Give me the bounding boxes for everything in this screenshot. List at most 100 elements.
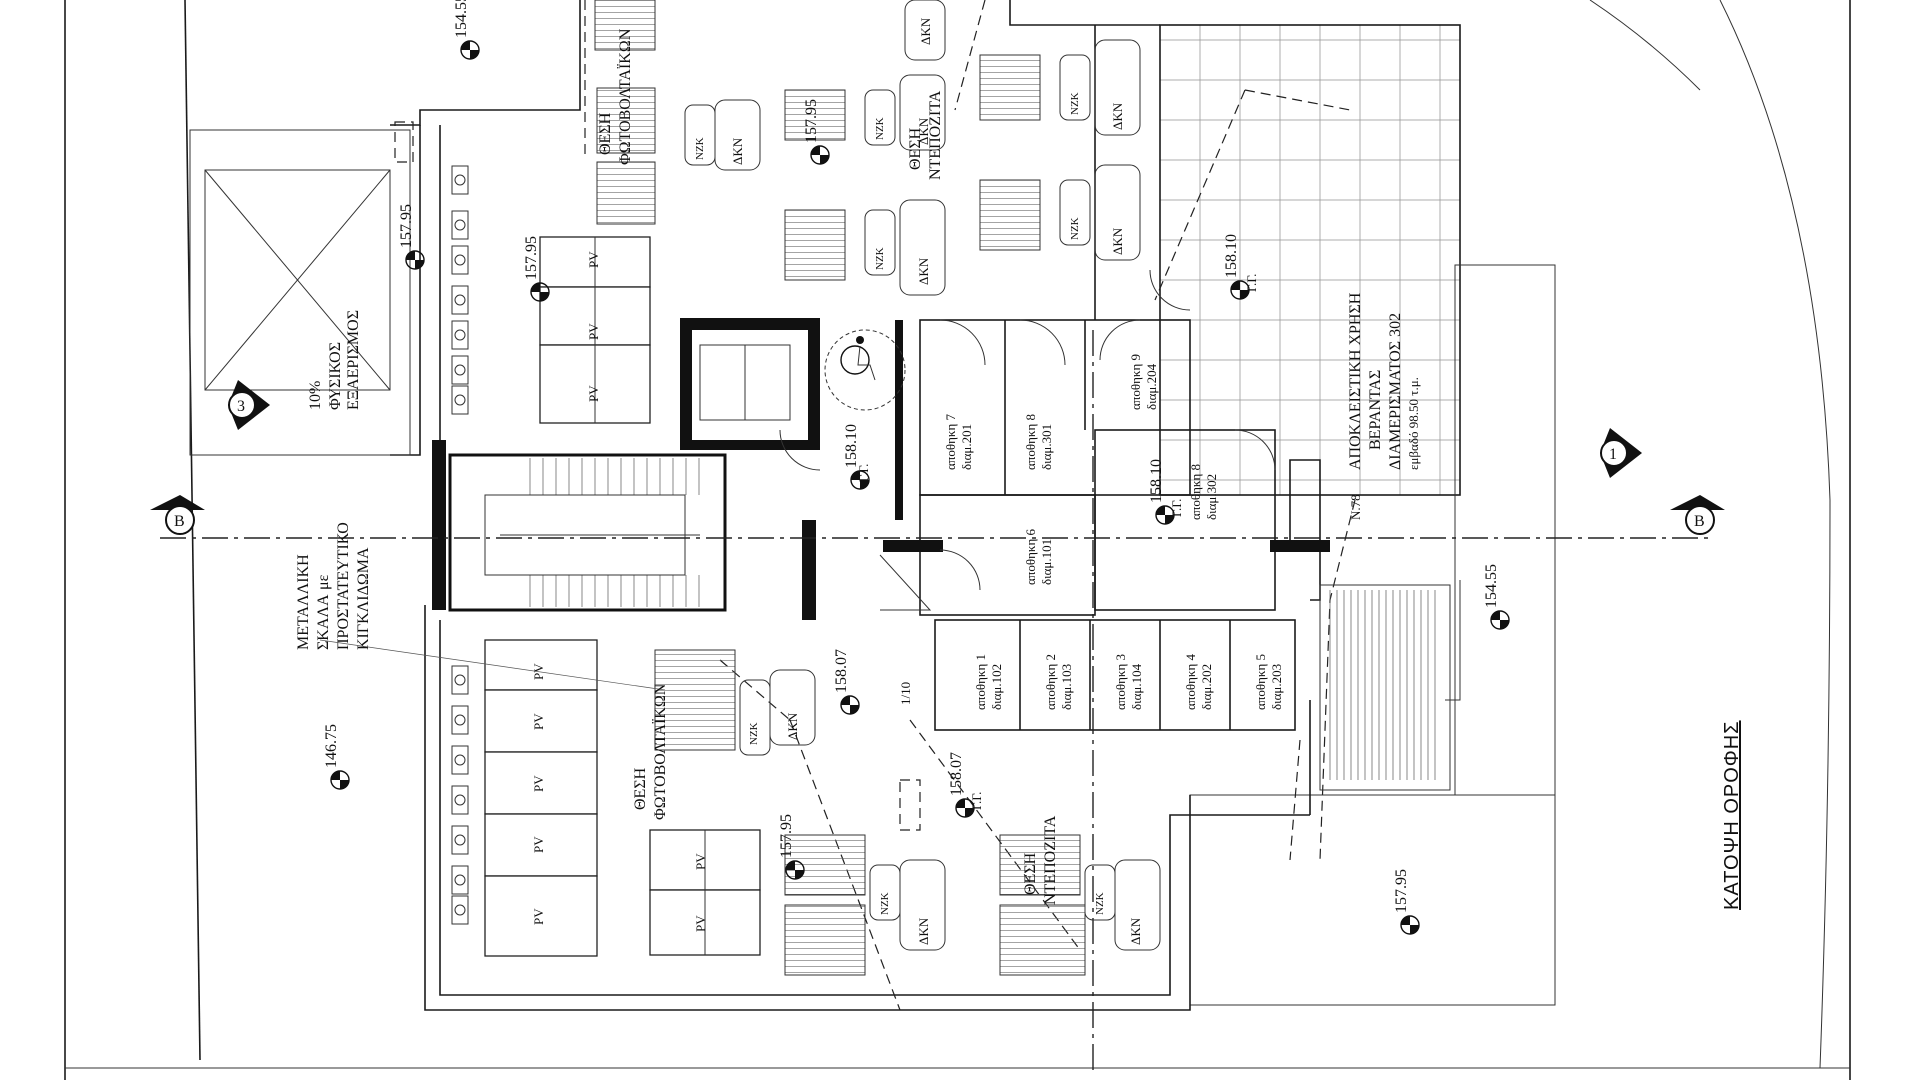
svg-text:ΘΕΣΗ: ΘΕΣΗ	[632, 767, 649, 810]
tank-sub-label: NZK	[1069, 217, 1081, 240]
drain-icon	[451, 385, 469, 415]
drain-icon	[451, 665, 469, 695]
svg-text:ΠΡΟΣΤΑΤΕΥΤΙΚΟ: ΠΡΟΣΤΑΤΕΥΤΙΚΟ	[335, 522, 352, 650]
svg-text:αποθηκη 8: αποθηκη 8	[1023, 414, 1038, 470]
stair-note: ΜΕΤΑΛΛΙΚΗ ΣΚΑΛΑ με ΠΡΟΣΤΑΤΕΥΤΙΚΟ ΚΙΓΚΛΙΔ…	[295, 522, 372, 650]
svg-text:διαμ.202: διαμ.202	[1199, 664, 1214, 710]
drain-icon	[451, 320, 469, 350]
drain-icon	[451, 165, 469, 195]
tank-label: ΔΚΝ	[730, 137, 745, 165]
tank-sub-label: NZK	[874, 117, 886, 140]
level-label: 157.95	[778, 814, 795, 858]
plot-boundary	[64, 0, 1851, 1080]
level-label: 157.95	[803, 99, 820, 143]
tank-label: ΔΚΝ	[1110, 227, 1125, 255]
svg-text:ΦΩΤΟΒΟΛΤΑΪΚΩΝ: ΦΩΤΟΒΟΛΤΑΪΚΩΝ	[616, 28, 634, 165]
level-marker: 154.55	[453, 0, 480, 60]
drain-icon	[451, 785, 469, 815]
tank-place-note-lower: ΘΕΣΗ ΝΤΕΠΟΖΙΤΑ	[1022, 815, 1059, 905]
tank-label: ΔΚΝ	[1110, 102, 1125, 130]
lift-shaft	[680, 318, 820, 450]
solar-collectors	[594, 0, 1086, 976]
svg-text:διαμ.103: διαμ.103	[1059, 664, 1074, 710]
svg-text:ΝΤΕΠΟΖΙΤΑ: ΝΤΕΠΟΖΙΤΑ	[1042, 815, 1059, 905]
svg-text:Ν.78: Ν.78	[1348, 494, 1363, 520]
svg-text:ΑΠΟΚΛΕΙΣΤΙΚΗ ΧΡΗΣΗ: ΑΠΟΚΛΕΙΣΤΙΚΗ ΧΡΗΣΗ	[1347, 292, 1364, 470]
svg-text:διαμ.201: διαμ.201	[959, 424, 974, 470]
svg-text:αποθηκη 7: αποθηκη 7	[943, 414, 958, 470]
tank-sub-label: NZK	[1094, 892, 1106, 915]
svg-text:ΘΕΣΗ: ΘΕΣΗ	[597, 112, 614, 155]
drain-icon	[451, 745, 469, 775]
level-label: 157.95	[398, 204, 415, 248]
slope-label: 1/10	[898, 682, 913, 705]
drain-icon	[451, 245, 469, 275]
external-stair	[1319, 584, 1451, 791]
svg-text:ΜΕΤΑΛΛΙΚΗ: ΜΕΤΑΛΛΙΚΗ	[295, 554, 312, 650]
svg-text:διαμ.204: διαμ.204	[1144, 363, 1159, 410]
svg-text:ΣΚΑΛΑ: ΣΚΑΛΑ	[315, 594, 332, 650]
level-prefix: Γ.Γ.	[1169, 499, 1184, 517]
water-tanks	[684, 0, 1161, 951]
svg-text:ΚΙΓΚΛΙΔΩΜΑ: ΚΙΓΚΛΙΔΩΜΑ	[355, 547, 372, 650]
level-marker: 158.07	[833, 649, 860, 715]
pv-panel-label: PV	[586, 385, 601, 402]
level-markers: 154.55157.95157.95157.95157.95157.95158.…	[323, 0, 1510, 935]
level-label: 154.55	[453, 0, 470, 38]
svg-text:με: με	[315, 574, 332, 590]
svg-text:ΦΩΤΟΒΟΛΤΑΪΚΩΝ: ΦΩΤΟΒΟΛΤΑΪΚΩΝ	[651, 683, 669, 820]
drain-icon	[451, 210, 469, 240]
level-label: 158.10	[843, 424, 860, 468]
tank-sub-label: NZK	[874, 247, 886, 270]
section-label-right: B	[1694, 513, 1705, 530]
drain-icon	[451, 895, 469, 925]
pv-panel-label: PV	[531, 836, 546, 853]
tank-label: ΔΚΝ	[916, 257, 931, 285]
pv-panel-label: PV	[531, 663, 546, 680]
vent-box	[189, 129, 411, 456]
level-prefix: Γ.Γ.	[1244, 274, 1259, 292]
svg-text:αποθηκη 1: αποθηκη 1	[973, 654, 988, 710]
ref-marker-1: 1	[1600, 428, 1642, 478]
drain-icon	[451, 355, 469, 385]
drain-icon	[451, 825, 469, 855]
level-marker: 158.10	[1148, 459, 1175, 525]
main-staircase	[432, 440, 816, 620]
svg-text:ΚΑΤΟΨΗ ΟΡΟΦΗΣ: ΚΑΤΟΨΗ ΟΡΟΦΗΣ	[1721, 720, 1743, 910]
level-label: 154.55	[1483, 564, 1500, 608]
tank-sub-label: NZK	[1069, 92, 1081, 115]
tank-label: ΔΚΝ	[785, 712, 800, 740]
section-label-left: B	[174, 513, 185, 530]
level-marker: 158.07	[948, 752, 975, 818]
pv-place-note-upper: ΘΕΣΗ ΦΩΤΟΒΟΛΤΑΪΚΩΝ	[597, 28, 634, 165]
pv-panel-label: PV	[693, 853, 708, 870]
level-marker: 157.95	[803, 99, 830, 165]
doors	[779, 269, 1276, 611]
svg-text:ΝΤΕΠΟΖΙΤΑ: ΝΤΕΠΟΖΙΤΑ	[927, 90, 944, 180]
stair-note-leader	[319, 639, 666, 691]
section-axis	[160, 330, 1710, 1070]
level-label: 146.75	[323, 724, 340, 768]
roof-drains	[451, 165, 469, 925]
pv-array-upper	[539, 236, 651, 424]
level-marker: 157.95	[398, 204, 425, 270]
svg-text:αποθηκη 5: αποθηκη 5	[1253, 654, 1268, 710]
level-label: 157.95	[1393, 869, 1410, 913]
drain-icon	[451, 285, 469, 315]
ref-marker-3: 3	[228, 380, 270, 430]
drawing-title: ΚΑΤΟΨΗ ΟΡΟΦΗΣ	[1721, 720, 1743, 910]
svg-text:ΒΕΡΑΝΤΑΣ: ΒΕΡΑΝΤΑΣ	[1367, 370, 1384, 450]
pv-panel-label: PV	[531, 908, 546, 925]
svg-text:αποθηκη 9: αποθηκη 9	[1128, 354, 1143, 410]
svg-text:διαμ.301: διαμ.301	[1039, 424, 1054, 470]
veranda-note: ΑΠΟΚΛΕΙΣΤΙΚΗ ΧΡΗΣΗ ΒΕΡΑΝΤΑΣ ΔΙΑΜΕΡΙΣΜΑΤΟ…	[1347, 292, 1421, 470]
svg-text:διαμ.104: διαμ.104	[1129, 663, 1144, 710]
